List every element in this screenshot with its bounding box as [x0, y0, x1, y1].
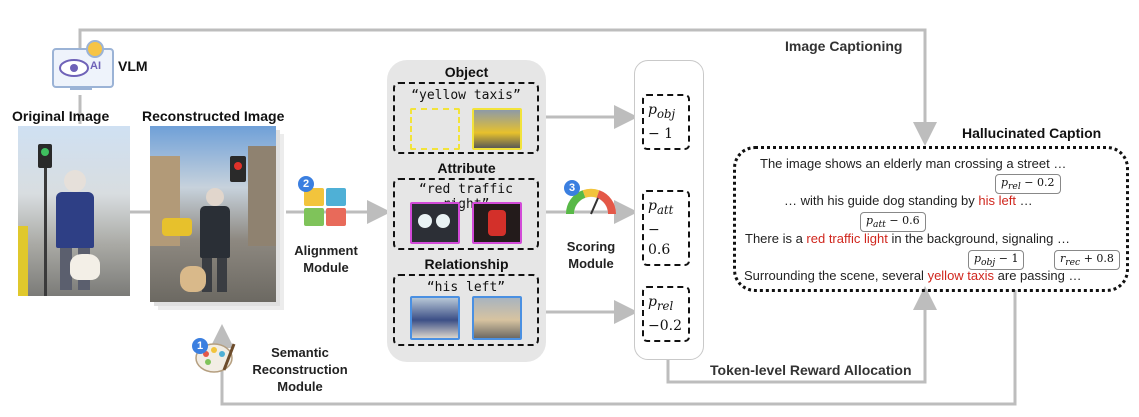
score-column: [634, 60, 704, 360]
caption-line-4: Surrounding the scene, several yellow ta…: [744, 268, 1082, 283]
object-score: pobj− 1: [642, 94, 690, 150]
original-image-label: Original Image: [12, 108, 110, 124]
semantic-step-badge: 1: [192, 338, 208, 354]
relationship-box: [393, 274, 539, 346]
scoring-step-badge: 3: [564, 180, 580, 196]
ai-badge: AI: [90, 60, 101, 72]
image-captioning-arrow: [78, 28, 937, 146]
att-tag: patt − 0.6: [860, 212, 926, 233]
reconstructed-image-label: Reconstructed Image: [142, 108, 285, 124]
caption-line-3: There is a red traffic light in the back…: [745, 231, 1070, 246]
yellow-taxis-highlight: yellow taxis: [927, 268, 995, 283]
semantic-reconstruction-label: Semantic Reconstruction Module: [252, 345, 348, 394]
attribute-box: [393, 178, 539, 250]
monitor-stand: [70, 86, 92, 90]
relationship-crop-1: [410, 296, 460, 340]
rel-tag: prel − 0.2: [995, 174, 1061, 195]
relationship-score: prel−0.2: [642, 286, 690, 342]
red-traffic-light-highlight: red traffic light: [806, 231, 888, 246]
object-section-title: Object: [444, 64, 489, 80]
attribute-red-light-crop: [472, 202, 522, 244]
reconstructed-image: [150, 126, 276, 302]
puzzle-icon: [298, 180, 350, 232]
hallucinated-caption-box: [733, 146, 1129, 292]
relationship-crop-2: [472, 296, 522, 340]
vlm-label: VLM: [118, 58, 148, 74]
vlm-icon: AI: [52, 48, 114, 88]
image-captioning-label: Image Captioning: [785, 38, 903, 54]
attribute-score: patt− 0.6: [642, 190, 690, 266]
caption-line-2: … with his guide dog standing by his lef…: [784, 193, 1033, 208]
relationship-phrase: “his left”: [426, 280, 506, 295]
token-reward-label: Token-level Reward Allocation: [710, 362, 912, 378]
his-left-highlight: his left: [978, 193, 1016, 208]
object-empty-crop: [410, 108, 460, 150]
object-phrase: “yellow taxis”: [411, 88, 521, 103]
caption-line-1: The image shows an elderly man crossing …: [760, 156, 1067, 171]
alignment-module-label: Alignment Module: [294, 243, 358, 275]
relationship-section-title: Relationship: [424, 256, 509, 272]
alignment-step-badge: 2: [298, 176, 314, 192]
reward-allocation-arrow: [666, 286, 937, 384]
object-box: [393, 82, 539, 154]
object-taxi-crop: [472, 108, 522, 150]
eye-icon: [59, 59, 89, 77]
scoring-module-label: Scoring Module: [566, 239, 616, 271]
original-image: [18, 126, 130, 296]
attribute-section-title: Attribute: [437, 160, 496, 176]
attribute-green-light-crop: [410, 202, 460, 244]
gauge-icon: [565, 180, 617, 220]
obj-tag: pobj − 1: [968, 250, 1025, 271]
gear-icon: [86, 40, 104, 58]
hallucinated-caption-title: Hallucinated Caption: [962, 125, 1102, 141]
rec-tag: rrec + 0.8: [1054, 250, 1120, 271]
